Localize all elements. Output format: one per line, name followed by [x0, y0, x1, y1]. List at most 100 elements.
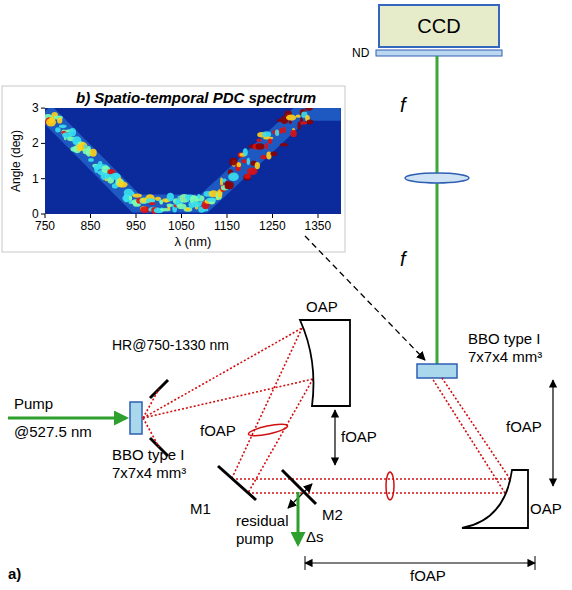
- crystal-label: BBO type I 7x7x4 mm³: [112, 446, 207, 482]
- pointer-arrow: [305, 236, 425, 360]
- spectrum-speckle: [243, 148, 248, 156]
- spectrum-speckle: [263, 137, 273, 140]
- x-tick: [272, 214, 273, 218]
- spectrum-speckle: [262, 131, 271, 137]
- signal-beam: [436, 56, 439, 364]
- filter-label: ND: [352, 44, 369, 62]
- spectrum-speckle: [133, 193, 142, 197]
- spectrum-speckle: [57, 117, 62, 123]
- spectrum-speckle: [206, 197, 216, 201]
- bbo-crystal: [130, 402, 142, 434]
- spectrum-speckle: [167, 204, 173, 207]
- spectrum-speckle: [59, 125, 67, 129]
- spectrum-speckle: [185, 208, 190, 211]
- spectrum-speckle: [129, 196, 133, 201]
- tick-label: 1050: [168, 217, 195, 235]
- spectrum-speckle: [140, 206, 149, 213]
- tick-label: 750: [35, 217, 55, 235]
- spectrum-speckle: [265, 143, 268, 149]
- crystal-label: BBO type I 7x7x4 mm³: [468, 330, 566, 366]
- spectrum-speckle: [55, 127, 61, 132]
- box-text: b) Spatio-temporal PDC spectrum: [76, 89, 339, 106]
- spectrum-speckle: [270, 151, 277, 156]
- spectrum-speckle: [300, 121, 307, 124]
- spectrum-speckle: [260, 155, 267, 159]
- axis-title: λ (nm): [175, 233, 212, 251]
- lens: [248, 422, 289, 438]
- axis-ticks: [41, 108, 318, 218]
- distance-label: fOAP: [506, 418, 542, 436]
- distance-label: fOAP: [341, 428, 377, 446]
- x-tick: [90, 214, 91, 218]
- focal-length-label: f: [400, 96, 406, 114]
- spectrum-speckle: [283, 127, 286, 134]
- dimension-arrow: [305, 562, 535, 563]
- spectrum-speckle: [69, 128, 76, 136]
- spectrum-speckle: [279, 128, 283, 134]
- spectrum-speckle: [243, 174, 251, 181]
- mirror-label: OAP: [530, 500, 562, 518]
- spectrum-speckle: [145, 194, 155, 203]
- mirror-m1: [218, 466, 256, 500]
- lens: [386, 472, 394, 500]
- tick-label: 3: [32, 99, 39, 117]
- spectrum-speckle: [255, 162, 260, 169]
- spectrum-speckle: [275, 129, 279, 136]
- panel-label: a): [8, 565, 21, 583]
- mirror-label: OAP: [306, 298, 338, 316]
- y-tick: [41, 214, 45, 215]
- x-tick: [318, 214, 319, 218]
- focal-length-label: f: [400, 250, 406, 268]
- tick-label: 1350: [305, 217, 332, 235]
- mirror-label: M2: [322, 506, 343, 524]
- spectrum-speckle: [197, 194, 200, 199]
- coating-label: HR@750-1330 nm: [112, 336, 229, 354]
- oap-mirror: [300, 320, 350, 406]
- residual-pump-beam: [297, 492, 300, 544]
- spectrum-speckle: [237, 162, 242, 167]
- x-tick: [227, 214, 228, 218]
- delay-arrow: [288, 484, 312, 508]
- tick-label: 2: [32, 134, 39, 152]
- pump-beam: [8, 417, 126, 420]
- spectrum-speckle: [149, 202, 156, 205]
- spectrum-speckle: [235, 163, 240, 172]
- spectrum-speckle: [290, 130, 296, 137]
- x-tick: [136, 214, 137, 218]
- spectrum-speckle: [289, 120, 292, 124]
- spectrum-speckle: [88, 158, 94, 162]
- delay-label: Δs: [306, 528, 324, 546]
- dimension-arrow: [334, 410, 335, 465]
- dimension-tick: [305, 556, 306, 570]
- spectrum-speckle: [257, 138, 262, 142]
- spectrum-speckle: [307, 120, 314, 125]
- spectrum-speckle: [247, 158, 250, 165]
- tick-label: 1150: [214, 217, 240, 235]
- axis-title: Angle (deg): [7, 130, 25, 192]
- spectrum-speckle: [90, 149, 97, 157]
- tick-label: 950: [126, 217, 146, 235]
- bbo-crystal: [417, 364, 457, 378]
- distance-label: fOAP: [200, 422, 236, 440]
- y-tick: [41, 178, 45, 179]
- box-text: CCD: [417, 15, 460, 38]
- x-tick: [45, 214, 46, 218]
- beam-label: residual pump: [236, 512, 294, 548]
- spectrum-speckle: [280, 143, 288, 146]
- spectrum-speckle: [305, 108, 313, 111]
- spectrum-band: [45, 112, 341, 204]
- oap-mirror: [462, 470, 528, 528]
- inset-ground: [2, 86, 345, 252]
- spectrum-speckle: [268, 139, 272, 144]
- spectrum-plot: [45, 108, 341, 214]
- spectrum-speckle: [117, 181, 128, 187]
- spectrum-speckle: [167, 193, 174, 202]
- tick-label: 1: [32, 170, 39, 188]
- y-tick: [41, 108, 45, 109]
- tick-label: 850: [81, 217, 101, 235]
- spectrum-heatmap: [45, 108, 341, 214]
- spectrum-speckle: [256, 143, 265, 150]
